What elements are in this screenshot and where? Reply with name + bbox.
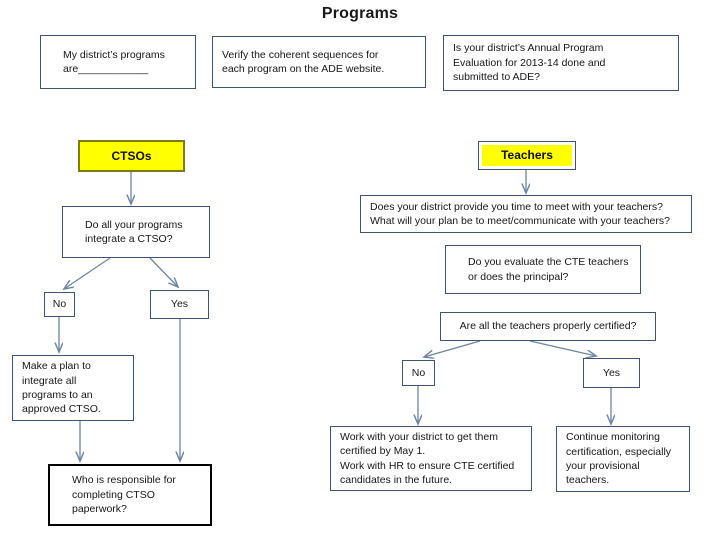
node-teachers-yes-action[interactable]: Continue monitoring certification, espec… — [556, 426, 690, 492]
arrow-ctso-question-to-no — [64, 257, 111, 289]
node-text: Who is responsible for completing CTSO p… — [72, 474, 176, 516]
node-text: Yes — [170, 298, 189, 311]
node-ctso-no-action[interactable]: Make a plan to integrate all programs to… — [12, 355, 134, 421]
page-title: Programs — [321, 5, 399, 22]
node-text: My district’s programs are____________ — [63, 48, 165, 75]
node-text: Work with your district to get them cert… — [340, 430, 515, 486]
node-text: No — [52, 298, 67, 311]
node-text: CTSOs — [111, 148, 152, 163]
node-teachers-answer-no[interactable]: No — [402, 360, 435, 386]
node-text: Continue monitoring certification, espec… — [566, 431, 672, 487]
node-text: Are all the teachers properly certified? — [459, 320, 637, 333]
node-text: Is your district’s Annual Program Evalua… — [453, 42, 606, 84]
node-text: Does your district provide you time to m… — [370, 200, 670, 227]
node-ctso-question[interactable]: Do all your programs integrate a CTSO? — [62, 206, 210, 258]
node-annual-program-evaluation[interactable]: Is your district’s Annual Program Evalua… — [443, 35, 679, 91]
node-text: Do you evaluate the CTE teachers or does… — [468, 256, 629, 283]
node-teachers-no-action[interactable]: Work with your district to get them cert… — [330, 426, 532, 491]
node-text: Verify the coherent sequences for each p… — [222, 48, 385, 75]
node-text: Do all your programs integrate a CTSO? — [85, 218, 183, 245]
node-teachers-meeting-question[interactable]: Does your district provide you time to m… — [360, 195, 692, 233]
node-my-district-programs[interactable]: My district’s programs are____________ — [40, 35, 196, 89]
node-ctsos-heading[interactable]: CTSOs — [78, 140, 185, 172]
node-teachers-certified-question[interactable]: Are all the teachers properly certified? — [440, 312, 656, 341]
node-teachers-answer-yes[interactable]: Yes — [583, 358, 640, 388]
arrow-ctso-question-to-yes — [149, 257, 178, 287]
node-text: Yes — [602, 366, 621, 379]
node-verify-coherent-sequences[interactable]: Verify the coherent sequences for each p… — [212, 36, 426, 88]
arrow-certified-to-no — [424, 340, 481, 357]
node-text: Teachers — [482, 145, 572, 166]
arrow-certified-to-yes — [529, 340, 596, 356]
node-text: Make a plan to integrate all programs to… — [22, 360, 101, 416]
node-teachers-evaluate-question[interactable]: Do you evaluate the CTE teachers or does… — [445, 245, 641, 294]
node-text: No — [411, 366, 426, 379]
node-ctso-final[interactable]: Who is responsible for completing CTSO p… — [48, 464, 212, 526]
node-ctso-answer-no[interactable]: No — [44, 292, 75, 317]
node-teachers-heading[interactable]: Teachers — [478, 141, 576, 170]
node-ctso-answer-yes[interactable]: Yes — [150, 290, 209, 319]
